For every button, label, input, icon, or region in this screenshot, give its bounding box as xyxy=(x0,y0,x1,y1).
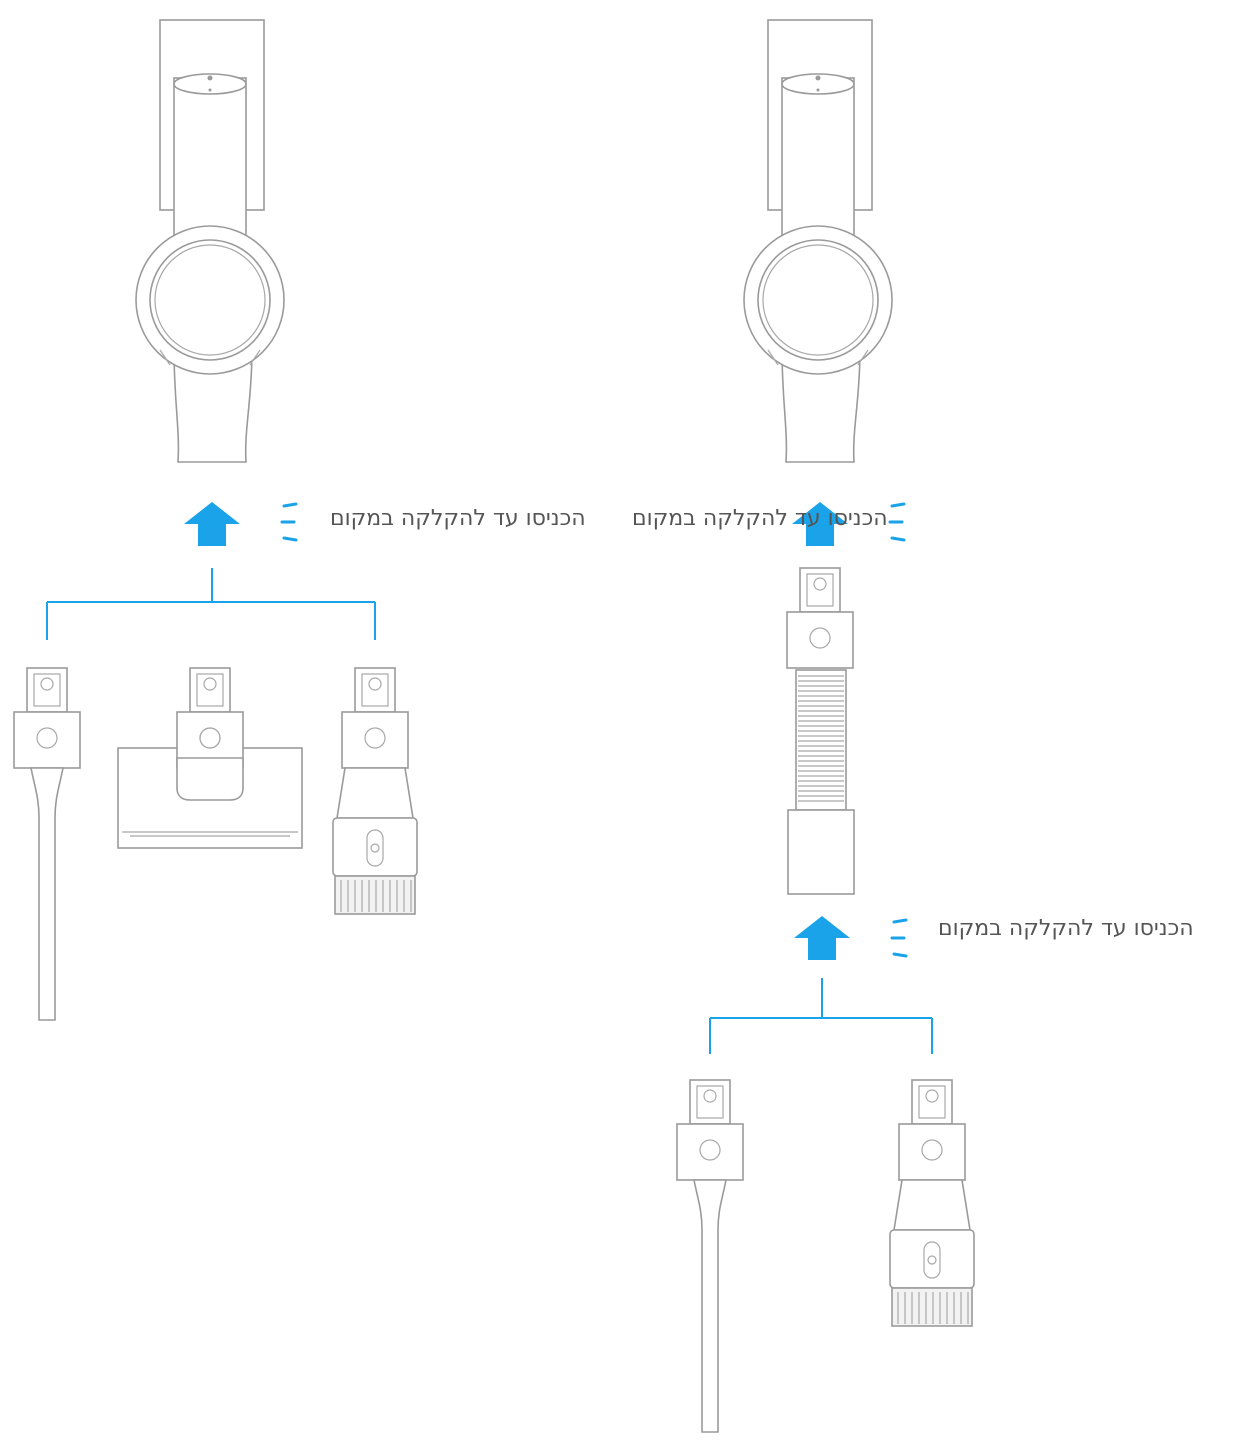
vacuum-body-left xyxy=(135,19,285,463)
vacuum-body-right xyxy=(743,19,893,463)
arrow-up-icon xyxy=(184,502,240,546)
brush-tool-left xyxy=(333,668,417,914)
arrow-up-icon xyxy=(794,916,850,960)
insert-instruction-left-a: הכניסו עד להקלקה במקום xyxy=(330,506,586,531)
crevice-tool-right xyxy=(677,1080,743,1432)
extension-hose xyxy=(786,567,855,895)
click-sound-icon xyxy=(280,502,298,542)
click-sound-icon xyxy=(890,918,908,958)
mini-brush-tool xyxy=(118,668,302,848)
insert-instruction-left-b: הכניסו עד להקלקה במקום xyxy=(632,506,888,531)
crevice-tool-left xyxy=(14,668,80,1020)
tree-connector-left xyxy=(46,568,376,640)
tree-connector-right xyxy=(709,978,933,1054)
click-sound-icon xyxy=(888,502,906,542)
brush-tool-right xyxy=(890,1080,974,1326)
insert-instruction-right: הכניסו עד להקלקה במקום xyxy=(938,916,1194,941)
